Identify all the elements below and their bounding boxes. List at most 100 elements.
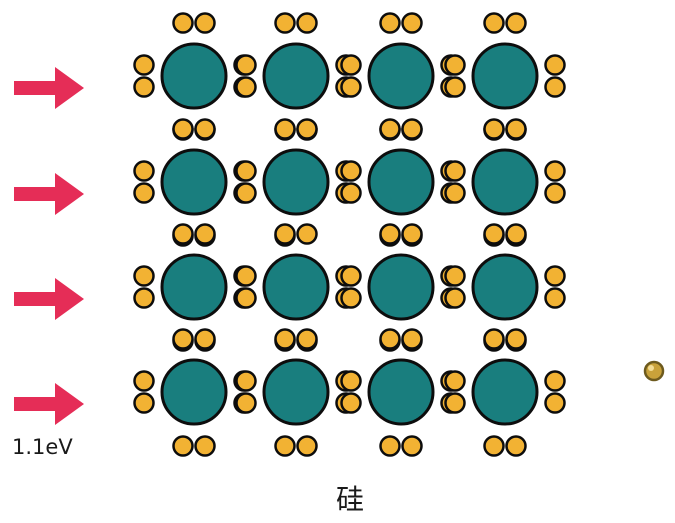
- electron-2-1-top-0: [274, 223, 296, 245]
- electron-1-3-right-0: [544, 160, 566, 182]
- electron-3-1-bottom-0: [274, 435, 296, 457]
- silicon-atom-0-3: [471, 42, 539, 110]
- energy-arrow-2: [14, 278, 84, 320]
- electron-3-3-bottom-1: [505, 435, 527, 457]
- electron-3-2-left-1: [340, 392, 362, 414]
- silicon-atom-2-3: [471, 253, 539, 321]
- electron-0-2-left-1: [340, 76, 362, 98]
- electron-0-2-top-0: [379, 12, 401, 34]
- electron-3-0-bottom-1: [194, 435, 216, 457]
- silicon-atom-0-0: [160, 42, 228, 110]
- electron-2-3-left-0: [444, 265, 466, 287]
- electron-0-3-right-1: [544, 76, 566, 98]
- electron-1-1-left-1: [235, 182, 257, 204]
- electron-3-1-top-1: [296, 328, 318, 350]
- silicon-atom-1-0: [160, 148, 228, 216]
- electron-3-0-top-0: [172, 328, 194, 350]
- electron-3-1-bottom-1: [296, 435, 318, 457]
- electron-3-3-top-0: [483, 328, 505, 350]
- electron-3-0-top-1: [194, 328, 216, 350]
- energy-arrow-1: [14, 173, 84, 215]
- electron-0-1-top-0: [274, 12, 296, 34]
- silicon-atom-0-2: [367, 42, 435, 110]
- electron-3-0-left-0: [133, 370, 155, 392]
- electron-3-2-top-1: [401, 328, 423, 350]
- electron-0-1-top-1: [296, 12, 318, 34]
- energy-arrow-3: [14, 383, 84, 425]
- electron-1-2-top-0: [379, 118, 401, 140]
- electron-2-3-top-1: [505, 223, 527, 245]
- electron-0-3-top-1: [505, 12, 527, 34]
- electron-1-2-top-1: [401, 118, 423, 140]
- electron-1-2-left-1: [340, 182, 362, 204]
- electron-3-2-top-0: [379, 328, 401, 350]
- electron-1-1-left-0: [235, 160, 257, 182]
- electron-2-0-top-1: [194, 223, 216, 245]
- incident-energy-arrows: [14, 67, 84, 425]
- electron-2-0-top-0: [172, 223, 194, 245]
- silicon-atom-1-2: [367, 148, 435, 216]
- electron-2-2-top-1: [401, 223, 423, 245]
- electron-0-0-top-1: [194, 12, 216, 34]
- electron-2-3-right-1: [544, 287, 566, 309]
- electron-3-3-left-1: [444, 392, 466, 414]
- electron-0-3-left-1: [444, 76, 466, 98]
- electron-1-0-top-1: [194, 118, 216, 140]
- electron-3-1-left-1: [235, 392, 257, 414]
- electron-1-3-left-1: [444, 182, 466, 204]
- electron-1-0-left-0: [133, 160, 155, 182]
- electron-2-1-left-0: [235, 265, 257, 287]
- free-electron-highlight: [648, 365, 654, 371]
- electron-3-2-bottom-0: [379, 435, 401, 457]
- silicon-atom-0-1: [262, 42, 330, 110]
- electron-3-3-left-0: [444, 370, 466, 392]
- silicon-atom-3-3: [471, 358, 539, 426]
- free-electron-group: [643, 360, 665, 382]
- valence-electrons: [133, 12, 566, 457]
- electron-2-1-top-1: [296, 223, 318, 245]
- electron-0-1-left-1: [235, 76, 257, 98]
- silicon-atom-1-3: [471, 148, 539, 216]
- electron-0-2-left-0: [340, 54, 362, 76]
- silicon-atom-3-2: [367, 358, 435, 426]
- electron-1-3-top-0: [483, 118, 505, 140]
- electron-2-0-left-0: [133, 265, 155, 287]
- electron-2-3-left-1: [444, 287, 466, 309]
- free-electron: [643, 360, 665, 382]
- electron-0-0-top-0: [172, 12, 194, 34]
- electron-2-2-left-1: [340, 287, 362, 309]
- electron-3-1-left-0: [235, 370, 257, 392]
- energy-arrow-0: [14, 67, 84, 109]
- silicon-atom-3-1: [262, 358, 330, 426]
- electron-0-2-top-1: [401, 12, 423, 34]
- electron-3-0-left-1: [133, 392, 155, 414]
- electron-1-2-left-0: [340, 160, 362, 182]
- electron-1-1-top-0: [274, 118, 296, 140]
- electron-0-3-right-0: [544, 54, 566, 76]
- electron-3-3-top-1: [505, 328, 527, 350]
- electron-0-3-left-0: [444, 54, 466, 76]
- silicon-atom-1-1: [262, 148, 330, 216]
- electron-1-3-right-1: [544, 182, 566, 204]
- electron-3-3-right-0: [544, 370, 566, 392]
- electron-2-2-left-0: [340, 265, 362, 287]
- silicon-atom-2-1: [262, 253, 330, 321]
- electron-2-0-left-1: [133, 287, 155, 309]
- electron-2-2-top-0: [379, 223, 401, 245]
- electron-3-1-top-0: [274, 328, 296, 350]
- electron-2-3-top-0: [483, 223, 505, 245]
- silicon-atom-3-0: [160, 358, 228, 426]
- electron-1-0-left-1: [133, 182, 155, 204]
- silicon-atom-2-0: [160, 253, 228, 321]
- silicon-atoms: [160, 42, 539, 426]
- electron-3-3-bottom-0: [483, 435, 505, 457]
- electron-3-2-bottom-1: [401, 435, 423, 457]
- electron-2-3-right-0: [544, 265, 566, 287]
- electron-3-2-left-0: [340, 370, 362, 392]
- electron-1-3-left-0: [444, 160, 466, 182]
- electron-3-3-right-1: [544, 392, 566, 414]
- electron-1-3-top-1: [505, 118, 527, 140]
- electron-0-3-top-0: [483, 12, 505, 34]
- electron-0-0-left-1: [133, 76, 155, 98]
